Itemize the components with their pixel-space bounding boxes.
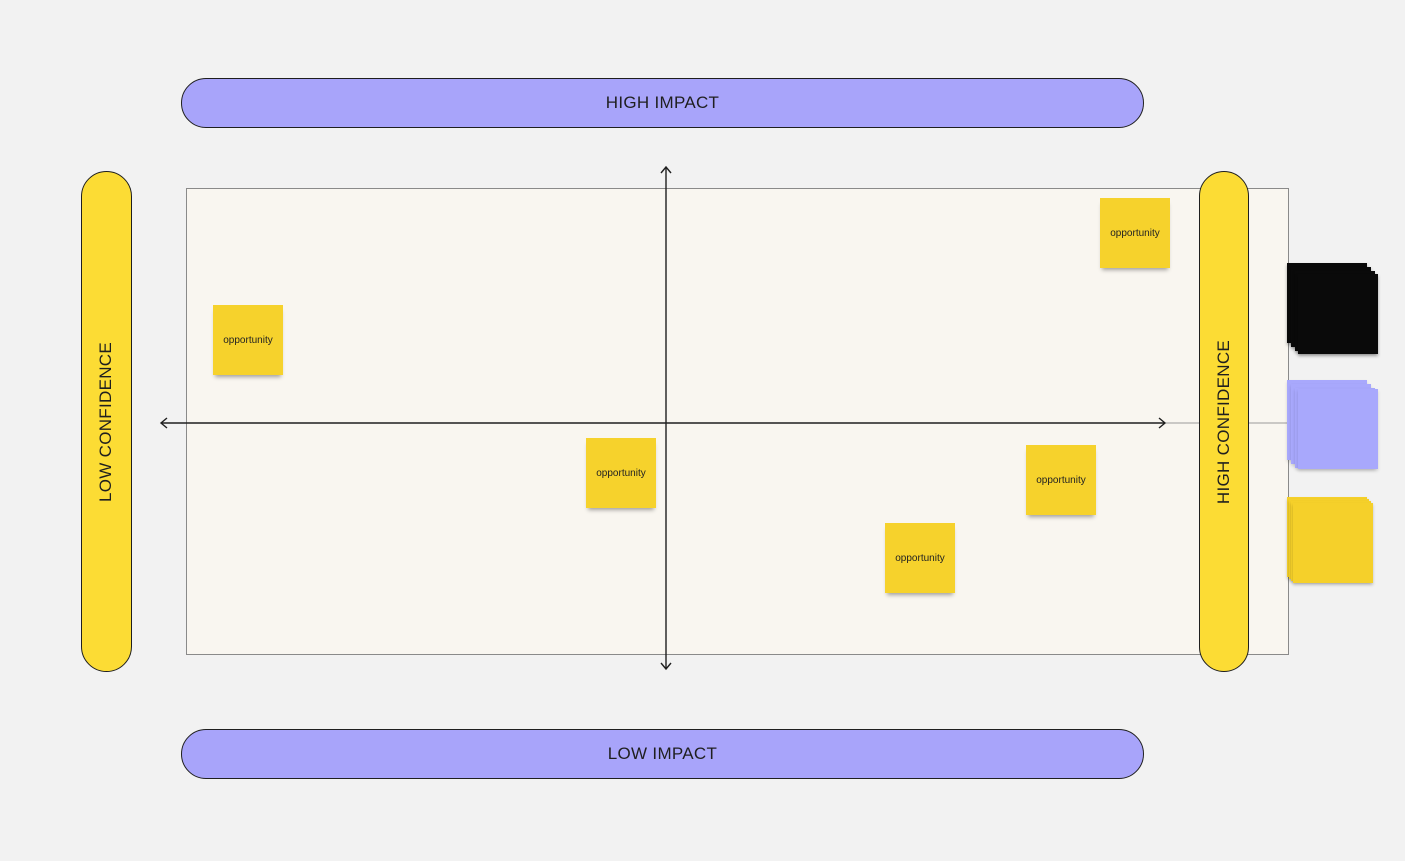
black-sticky-note-stack-icon[interactable] (1287, 263, 1379, 355)
sticky-note[interactable]: opportunity (1026, 445, 1096, 515)
yellow-sticky-note-stack-icon[interactable] (1287, 497, 1379, 589)
low-impact-text: LOW IMPACT (607, 744, 718, 763)
low-impact-label: LOW IMPACT (181, 729, 1144, 779)
left-arrow-icon (159, 417, 168, 429)
sticky-note-text: opportunity (223, 334, 273, 346)
sticky-note-text: opportunity (895, 552, 945, 564)
high-impact-label: HIGH IMPACT (181, 78, 1144, 128)
sticky-note-text: opportunity (1036, 474, 1086, 486)
high-impact-text: HIGH IMPACT (605, 93, 720, 112)
high-confidence-label: HIGH CONFIDENCE (1199, 171, 1249, 672)
high-confidence-text: HIGH CONFIDENCE (1214, 339, 1233, 504)
up-arrow-icon (660, 165, 672, 174)
sticky-note[interactable]: opportunity (1100, 198, 1170, 268)
low-confidence-label: LOW CONFIDENCE (81, 171, 132, 672)
sticky-note-text: opportunity (1110, 227, 1160, 239)
down-arrow-icon (660, 662, 672, 671)
sticky-note[interactable]: opportunity (586, 438, 656, 508)
sticky-note[interactable]: opportunity (213, 305, 283, 375)
low-confidence-text: LOW CONFIDENCE (96, 341, 116, 502)
sticky-note-text: opportunity (596, 467, 646, 479)
sticky-note[interactable]: opportunity (885, 523, 955, 593)
purple-sticky-note-stack-icon[interactable] (1287, 380, 1379, 472)
